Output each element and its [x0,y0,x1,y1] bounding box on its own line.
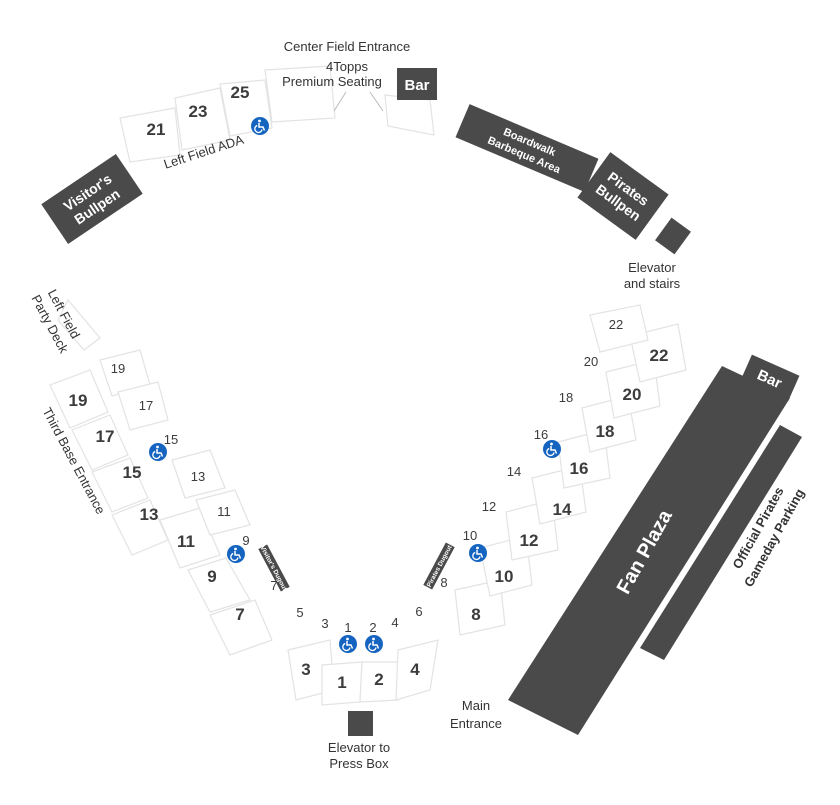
fan-plaza-block[interactable] [508,366,790,735]
section-22-upper[interactable]: 22 [609,317,623,332]
section-2-lower[interactable]: 2 [374,670,383,689]
center-field-entrance-label: Center Field Entrance [284,39,410,54]
section-outline [395,639,439,701]
section-outline [209,599,273,656]
section-4-lower[interactable]: 4 [410,660,420,679]
section-18-lower[interactable]: 18 [596,422,615,441]
wheelchair-icon[interactable] [251,117,269,135]
section-9-lower[interactable]: 9 [207,567,216,586]
right-bar-rect [740,354,800,402]
section-4-upper[interactable]: 4 [391,615,398,630]
wheelchair-icon[interactable] [365,635,383,653]
section-outline [49,369,109,429]
premium-seating-label-2: Premium Seating [282,74,382,89]
section-outline [264,65,336,123]
section-outline [57,298,101,351]
pirates-dugout[interactable]: Pirates Dugout [423,542,455,590]
section-3-lower[interactable]: 3 [301,660,310,679]
visitors-bullpen-rect [41,153,143,245]
wheelchair-icon[interactable] [227,545,245,563]
section-8-upper[interactable]: 8 [440,575,447,590]
elevator-stairs-block[interactable] [655,217,691,255]
section-14-upper[interactable]: 14 [507,464,521,479]
section-14-lower[interactable]: 14 [553,500,572,519]
section-19-lower[interactable]: 19 [69,391,88,410]
section-numbers: 21 23 25 19 17 15 13 11 9 7 3 19 17 15 1… [69,83,669,692]
section-16-upper[interactable]: 16 [534,427,548,442]
section-outline [117,381,169,431]
section-2-upper[interactable]: 2 [369,620,376,635]
section-outline [195,489,251,536]
main-entrance-label-1: Main [462,698,490,713]
section-outline [119,107,181,163]
wheelchair-icon[interactable] [543,440,561,458]
boardwalk-rect [455,104,599,192]
ada-icons [149,117,561,653]
section-25[interactable]: 25 [231,83,250,102]
section-1-upper[interactable]: 1 [344,620,351,635]
section-outline [91,457,149,513]
section-outline [384,94,435,136]
section-18-upper[interactable]: 18 [559,390,573,405]
section-15-upper[interactable]: 15 [164,432,178,447]
section-8-lower[interactable]: 8 [471,605,480,624]
section-outline [171,449,226,499]
section-outline [187,557,251,613]
section-outline [589,304,649,353]
section-1-lower[interactable]: 1 [337,673,346,692]
section-21[interactable]: 21 [147,120,166,139]
pirates-bullpen-rect [577,152,669,240]
section-5-upper[interactable]: 5 [296,605,303,620]
section-22-lower[interactable]: 22 [650,346,669,365]
section-12-lower[interactable]: 12 [520,531,539,550]
section-23[interactable]: 23 [189,102,208,121]
section-9-upper[interactable]: 9 [242,533,249,548]
parking-block[interactable] [640,425,802,660]
pirates-dugout-rect [423,542,455,590]
wheelchair-icon[interactable] [149,443,167,461]
top-bar-label: Bar [404,77,429,94]
section-17-upper[interactable]: 17 [139,398,153,413]
section-7-lower[interactable]: 7 [235,605,244,624]
visitors-bullpen-block[interactable]: Visitor's Bullpen [41,153,143,245]
elevator-stairs-label-2: and stairs [624,276,681,291]
premium-seating-label-1: 4Topps [326,59,368,74]
section-16-lower[interactable]: 16 [570,459,589,478]
section-13-lower[interactable]: 13 [140,505,159,524]
premium-pointer-right [369,91,384,112]
press-box-label-1: Elevator to [328,740,390,755]
press-box-elevator-block[interactable] [348,711,373,736]
section-6-upper[interactable]: 6 [415,604,422,619]
section-20-lower[interactable]: 20 [623,385,642,404]
section-15-lower[interactable]: 15 [123,463,142,482]
elevator-stairs-label-1: Elevator [628,260,676,275]
section-19-upper[interactable]: 19 [111,361,125,376]
wheelchair-icon[interactable] [469,544,487,562]
section-12-upper[interactable]: 12 [482,499,496,514]
section-10-lower[interactable]: 10 [495,567,514,586]
elevator-stairs-rect [655,217,691,255]
section-11-upper[interactable]: 11 [217,504,231,519]
boardwalk-bbq-block[interactable]: Boardwalk Barbeque Area [455,104,599,192]
section-11-lower[interactable]: 11 [177,532,195,551]
section-13-upper[interactable]: 13 [191,469,205,484]
press-box-label-2: Press Box [329,756,389,771]
main-entrance-label-2: Entrance [450,716,502,731]
visitors-dugout-rect [258,544,290,592]
section-outlines [49,65,687,706]
section-10-upper[interactable]: 10 [463,528,477,543]
section-outline [71,414,129,471]
section-outline [174,87,231,151]
section-17-lower[interactable]: 17 [96,427,115,446]
section-7-upper[interactable]: 7 [270,578,277,593]
section-20-upper[interactable]: 20 [584,354,598,369]
wheelchair-icon[interactable] [339,635,357,653]
top-bar-block[interactable] [397,68,437,100]
premium-pointer-left [333,91,347,112]
section-3-upper[interactable]: 3 [321,616,328,631]
